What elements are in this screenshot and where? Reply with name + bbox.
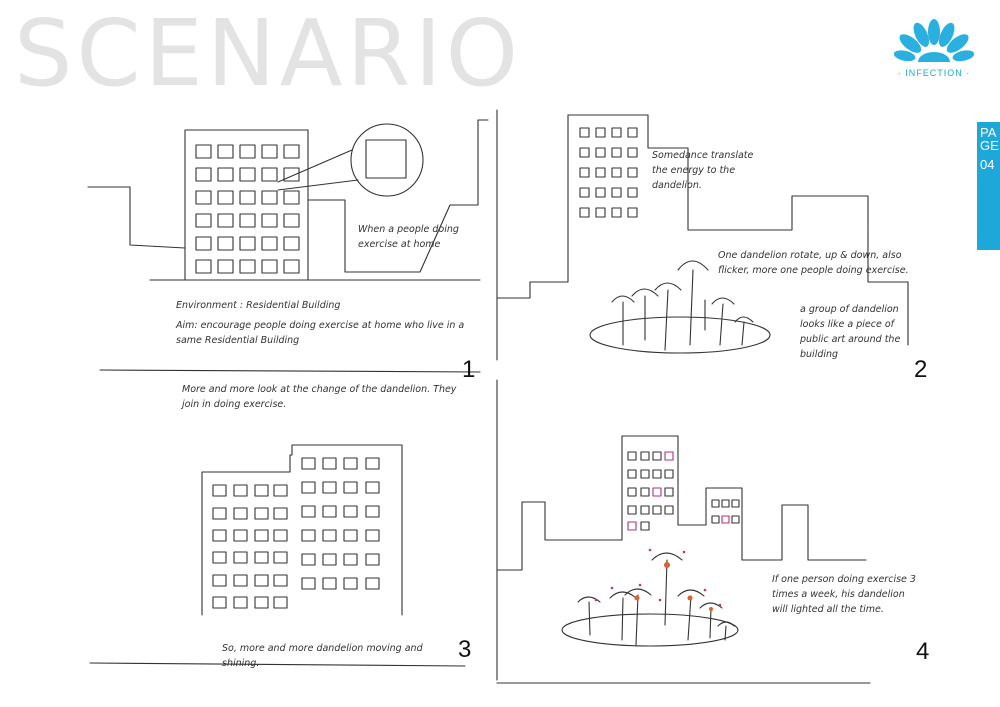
panel-2-note-rotate: One dandelion rotate, up & down, also fl… [718,248,918,278]
panel-4-number: 4 [916,638,929,666]
panel-4-note-rule: If one person doing exercise 3 times a w… [772,572,922,617]
panel-3-note-shining: So, more and more dandelion moving and s… [222,641,462,671]
panel-4-sketch [497,380,870,683]
panel-1-note-aim: Aim: encourage people doing exercise at … [176,318,476,348]
panel-2-note-energy: Somedance translate the energy to the da… [652,148,762,193]
panel-1-note-environment: Environment : Residential Building [176,298,436,313]
panel-2-number: 2 [914,356,927,384]
panel-3-note-join: More and more look at the change of the … [182,382,472,412]
panel-3-number: 3 [458,636,471,664]
panel-1-number: 1 [462,356,475,384]
panel-1-note-context: When a people doing exercise at home [358,222,468,252]
building-windows [196,145,299,273]
panel-3-sketch [90,445,465,666]
panel-2-note-public-art: a group of dandelion looks like a piece … [800,302,925,362]
